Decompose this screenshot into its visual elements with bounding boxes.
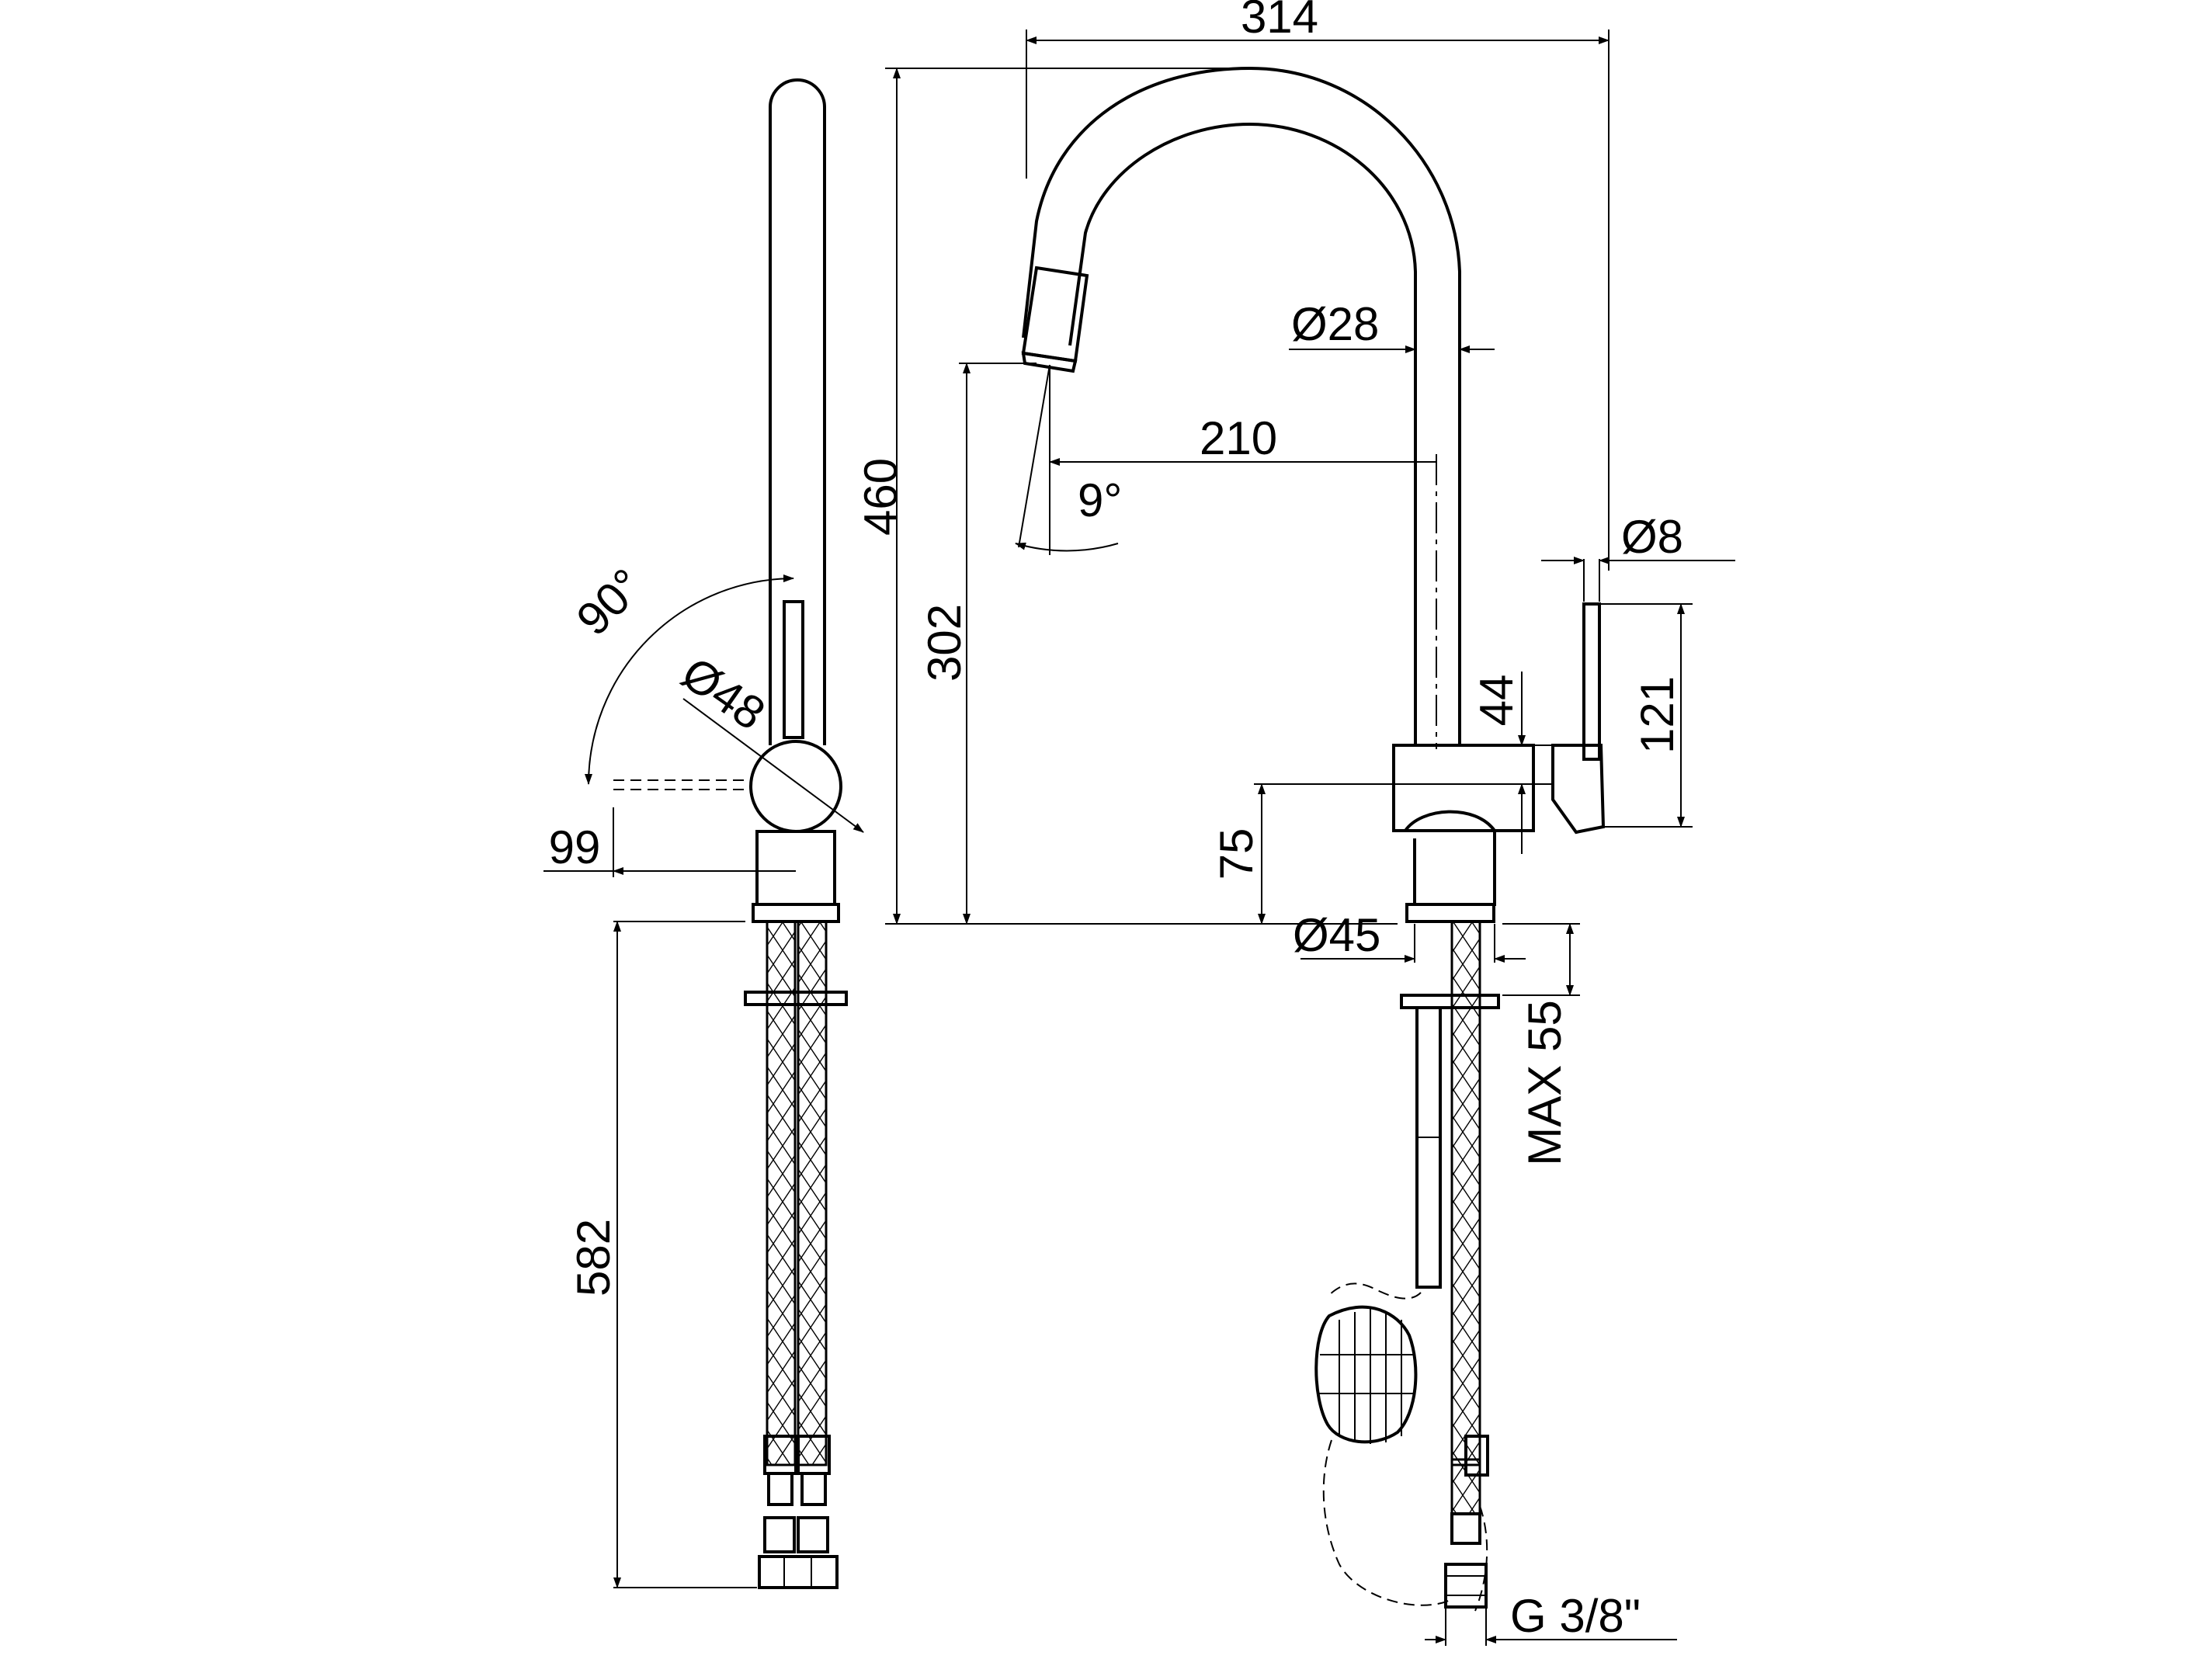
angle-9-label: 9° [1078, 474, 1122, 526]
dim-max55-label: MAX 55 [1519, 1000, 1571, 1165]
side-hose-left [766, 920, 797, 1466]
dia-45-label: Ø45 [1293, 909, 1380, 961]
thread-label: G 3/8" [1510, 1590, 1641, 1642]
side-hose-fittings [758, 1435, 839, 1589]
side-lever [783, 600, 804, 739]
dim-44-label: 44 [1471, 675, 1523, 727]
dim-314-label: 314 [1241, 0, 1318, 43]
front-body-neck [1404, 810, 1496, 906]
dim-460-label: 460 [855, 458, 907, 536]
front-shank [1415, 1006, 1442, 1289]
side-base-ring [752, 903, 840, 923]
front-spray-nozzle [1021, 351, 1078, 373]
side-hose-right [797, 920, 828, 1466]
angle-90-arc [585, 574, 794, 785]
hose-routing-dashed [1322, 1282, 1488, 1612]
front-spout-outer [1022, 66, 1461, 745]
dim-75-label: 75 [1210, 828, 1262, 880]
side-body-sphere [749, 740, 842, 833]
front-lever-stem [1582, 602, 1601, 761]
front-counter-plate [1400, 994, 1500, 1009]
dia-48-label: Ø48 [672, 647, 774, 740]
dim-99-label: 99 [549, 821, 601, 873]
dia-8-label: Ø8 [1621, 511, 1683, 563]
angle9-ray-1 [1018, 364, 1050, 548]
dim-121-label: 121 [1631, 676, 1683, 754]
dia-28-label: Ø28 [1291, 298, 1379, 350]
front-hose [1450, 920, 1481, 1466]
front-lever-block [1551, 744, 1606, 835]
front-view [885, 30, 1735, 1646]
side-view [543, 78, 864, 1589]
dimension-labels: 314 460 Ø28 210 9° Ø8 302 121 44 75 Ø45 … [549, 0, 1683, 1642]
front-body [1392, 744, 1535, 832]
angle9-arc [1015, 542, 1119, 552]
dim-582-label: 582 [568, 1219, 620, 1296]
dim-210-label: 210 [1200, 412, 1277, 464]
dim-302-label: 302 [918, 604, 971, 682]
counterweight [1314, 1305, 1418, 1444]
front-spout-inner [1068, 122, 1417, 745]
side-neck [755, 830, 836, 906]
front-base-ring [1405, 903, 1495, 923]
angle-90-label: 90° [567, 559, 654, 646]
side-spout-tube [769, 78, 826, 745]
front-hose-fittings [1444, 1435, 1489, 1609]
dia48-leader [682, 698, 864, 833]
